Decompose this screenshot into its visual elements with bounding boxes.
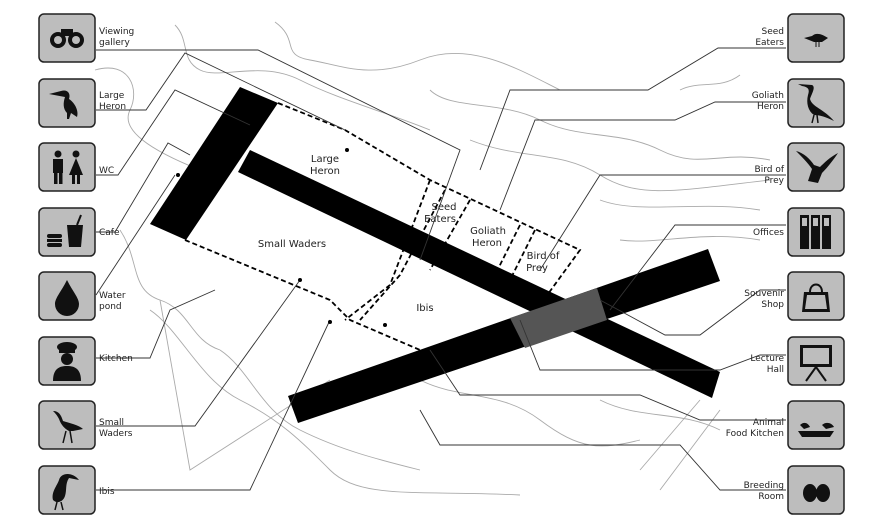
- svg-text:WC: WC: [99, 166, 114, 176]
- zone-label-small-waders: Small Waders: [258, 239, 326, 250]
- wader-bird-icon: [53, 411, 83, 444]
- legend-item-cafe[interactable]: Cafe: [38, 207, 120, 257]
- shopping-bag-icon: [802, 283, 830, 312]
- zone-label-ibis: Ibis: [416, 303, 433, 314]
- legend-item-ibis[interactable]: Ibis: [38, 465, 115, 515]
- eggs-icon: [803, 484, 830, 502]
- eagle-icon: [796, 151, 838, 183]
- leader-lines: [95, 47, 786, 491]
- ibis-icon: [52, 474, 79, 511]
- heron-icon: [49, 90, 78, 119]
- legend-item-wc[interactable]: WC: [38, 142, 114, 192]
- svg-text:Kitchen: Kitchen: [99, 354, 133, 364]
- toilet-icon: [53, 150, 83, 184]
- binoculars-icon: [50, 29, 84, 48]
- binders-icon: [800, 215, 831, 249]
- svg-text:Cafe: Cafe: [99, 228, 120, 238]
- small-bird-icon: [804, 33, 828, 47]
- building-footprint: [150, 87, 720, 423]
- water-drop-icon: [55, 280, 79, 316]
- legend-item-offices[interactable]: Offices: [753, 207, 845, 257]
- legend-item-kitchen[interactable]: Kitchen: [38, 336, 133, 386]
- food-drink-icon: [47, 214, 83, 247]
- presentation-board-icon: [800, 345, 832, 382]
- goliath-heron-icon: [798, 84, 834, 124]
- terrain-contours: [94, 21, 771, 496]
- feeding-tray-icon: [798, 422, 834, 437]
- enclosure-outlines: [184, 102, 582, 351]
- chef-icon: [53, 342, 81, 381]
- svg-text:Offices: Offices: [753, 228, 784, 238]
- svg-text:Ibis: Ibis: [99, 487, 115, 497]
